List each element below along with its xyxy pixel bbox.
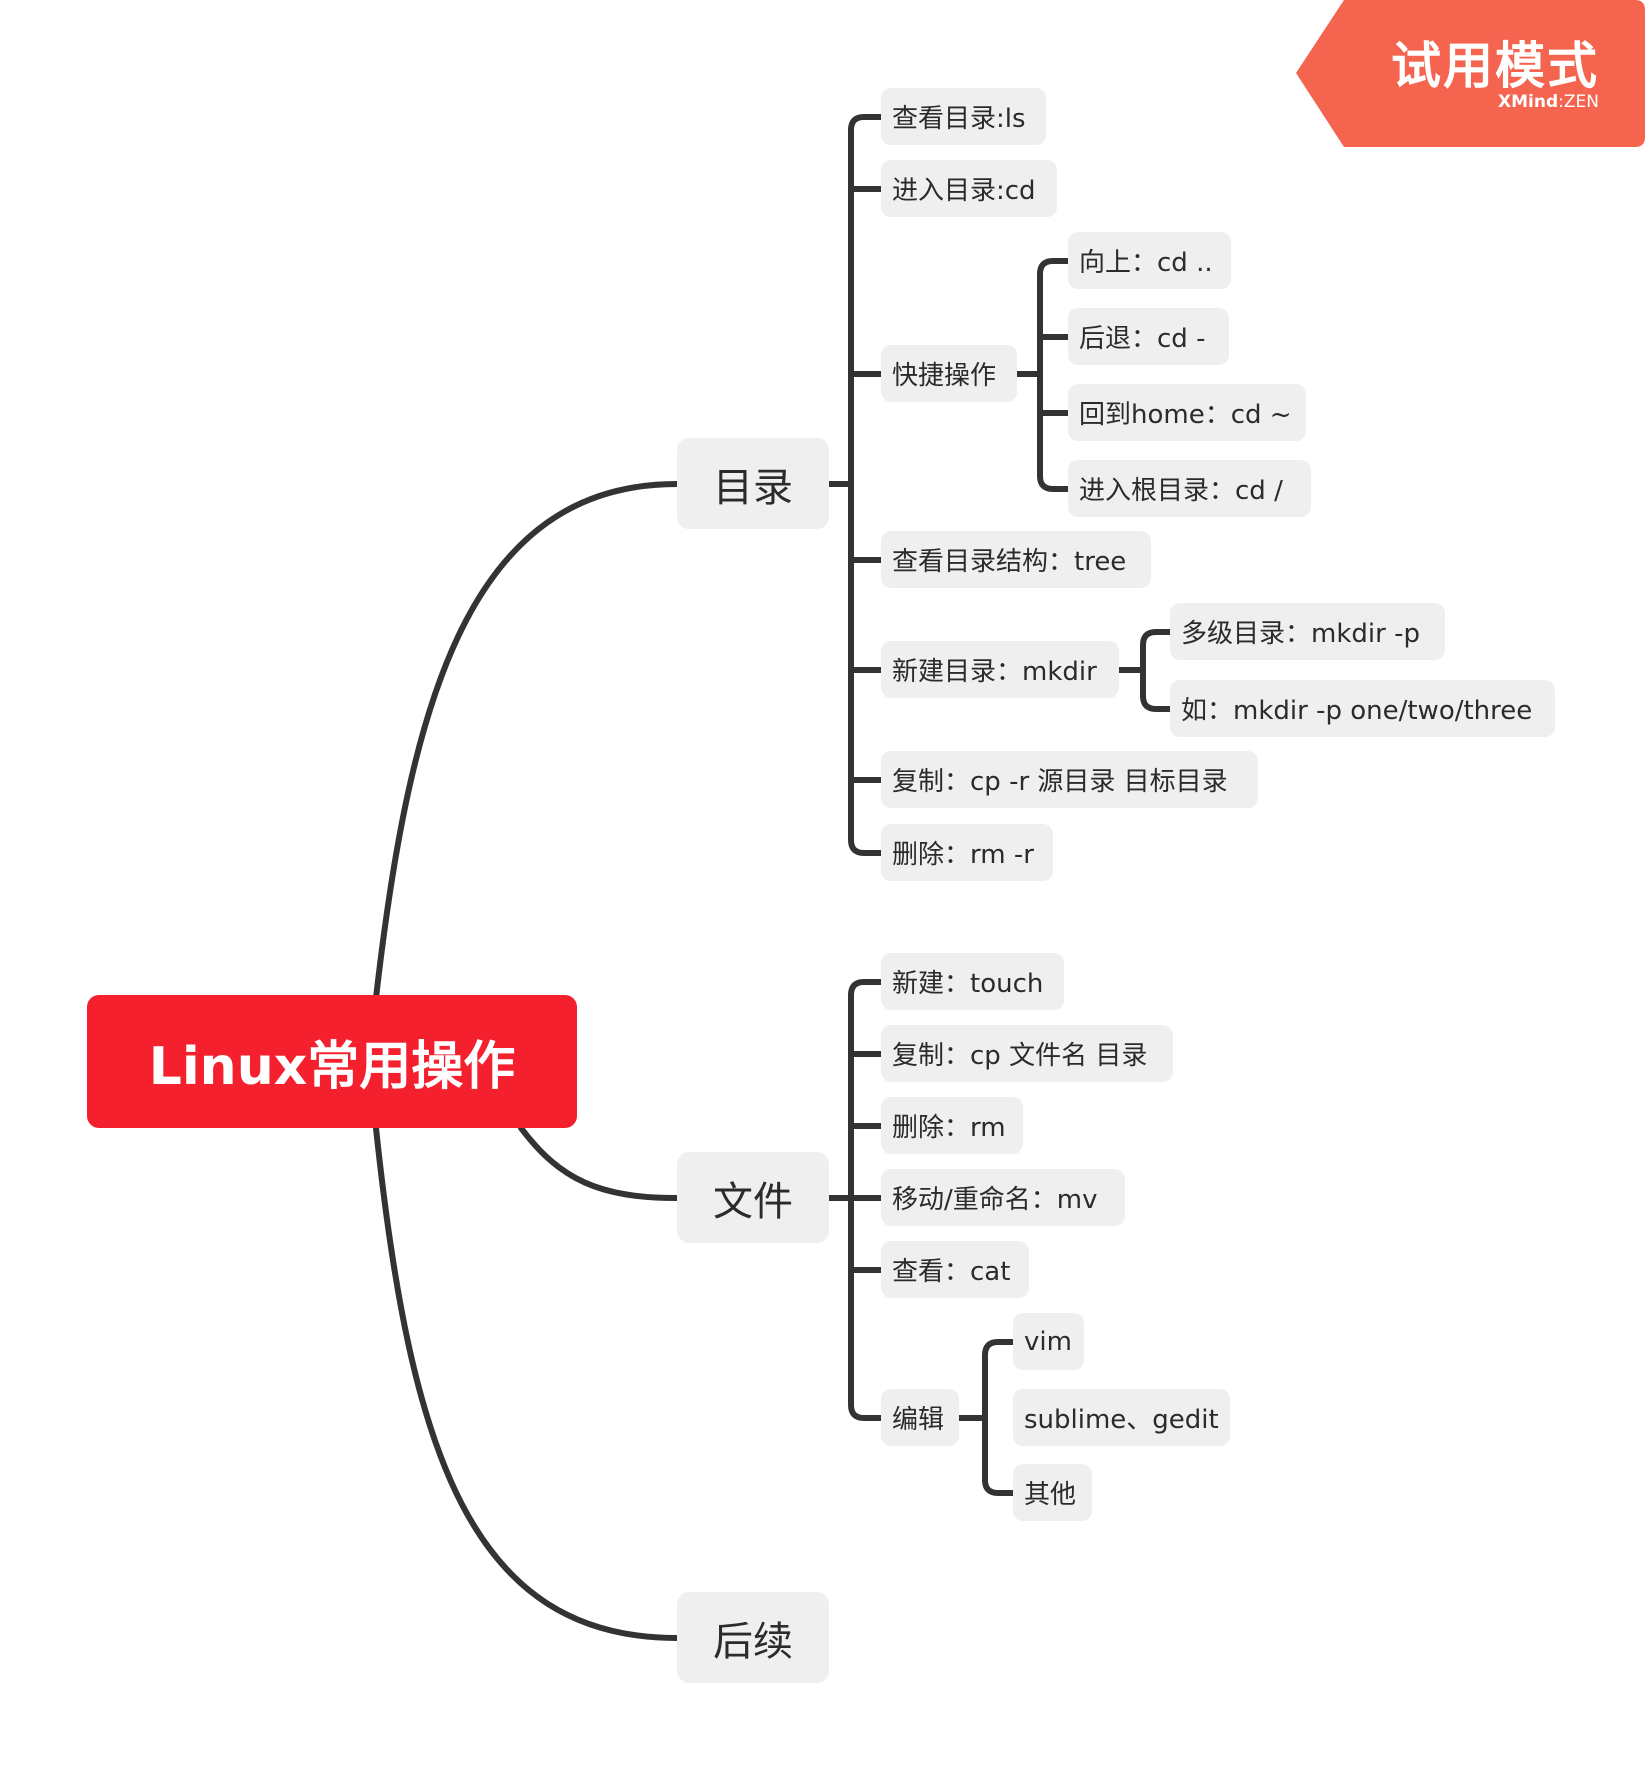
topic-other[interactable]: 其他 xyxy=(1013,1464,1092,1521)
connector-edit-bracket xyxy=(956,1339,1016,1496)
trial-mode-badge: 试用模式 XMind:ZEN xyxy=(1296,0,1645,147)
topic-cd-back[interactable]: 后退：cd - xyxy=(1068,308,1229,365)
topic-cd-up[interactable]: 向上：cd .. xyxy=(1068,232,1231,289)
topic-vim[interactable]: vim xyxy=(1013,1313,1084,1370)
topic-mkdir[interactable]: 新建目录：mkdir xyxy=(881,641,1119,698)
topic-mkdir-example[interactable]: 如：mkdir -p one/two/three xyxy=(1170,680,1555,737)
topic-edit[interactable]: 编辑 xyxy=(881,1389,959,1446)
topic-file[interactable]: 文件 xyxy=(677,1152,829,1243)
badge-title: 试用模式 xyxy=(1391,37,1599,95)
badge-edition: ZEN xyxy=(1563,92,1599,112)
connector-file-bracket xyxy=(826,979,884,1421)
badge-brand: XMind xyxy=(1498,92,1559,112)
topic-delete-file[interactable]: 删除：rm xyxy=(881,1097,1023,1154)
topic-cat[interactable]: 查看：cat xyxy=(881,1241,1029,1298)
connector-root-file xyxy=(518,1125,680,1201)
connector-root-directory xyxy=(373,481,680,1001)
topic-sublime[interactable]: sublime、gedit xyxy=(1013,1389,1230,1446)
connector-shortcuts-bracket xyxy=(1014,258,1071,492)
topic-later[interactable]: 后续 xyxy=(677,1592,829,1683)
topic-delete-dir[interactable]: 删除：rm -r xyxy=(881,824,1053,881)
topic-cd[interactable]: 进入目录:cd xyxy=(881,160,1057,217)
topic-cd-home[interactable]: 回到home：cd ~ xyxy=(1068,384,1306,441)
topic-touch[interactable]: 新建：touch xyxy=(881,953,1064,1010)
topic-copy-file[interactable]: 复制：cp 文件名 目录 xyxy=(881,1025,1173,1082)
topic-directory[interactable]: 目录 xyxy=(677,438,829,529)
topic-tree[interactable]: 查看目录结构：tree xyxy=(881,531,1151,588)
badge-shape xyxy=(1296,0,1645,147)
badge-sep: : xyxy=(1558,92,1564,112)
topic-ls[interactable]: 查看目录:ls xyxy=(881,88,1046,145)
topic-cd-root[interactable]: 进入根目录：cd / xyxy=(1068,460,1311,517)
connector-mkdir-bracket xyxy=(1116,629,1173,712)
connector-directory-bracket xyxy=(826,114,884,856)
topic-shortcuts[interactable]: 快捷操作 xyxy=(881,345,1017,402)
topic-copy-dir[interactable]: 复制：cp -r 源目录 目标目录 xyxy=(881,751,1258,808)
topic-mkdir-p[interactable]: 多级目录：mkdir -p xyxy=(1170,603,1445,660)
root-topic[interactable]: Linux常用操作 xyxy=(87,995,577,1128)
badge-subtitle: XMind:ZEN xyxy=(1498,92,1599,112)
connector-root-later xyxy=(373,1125,680,1641)
topic-move[interactable]: 移动/重命名：mv xyxy=(881,1169,1125,1226)
